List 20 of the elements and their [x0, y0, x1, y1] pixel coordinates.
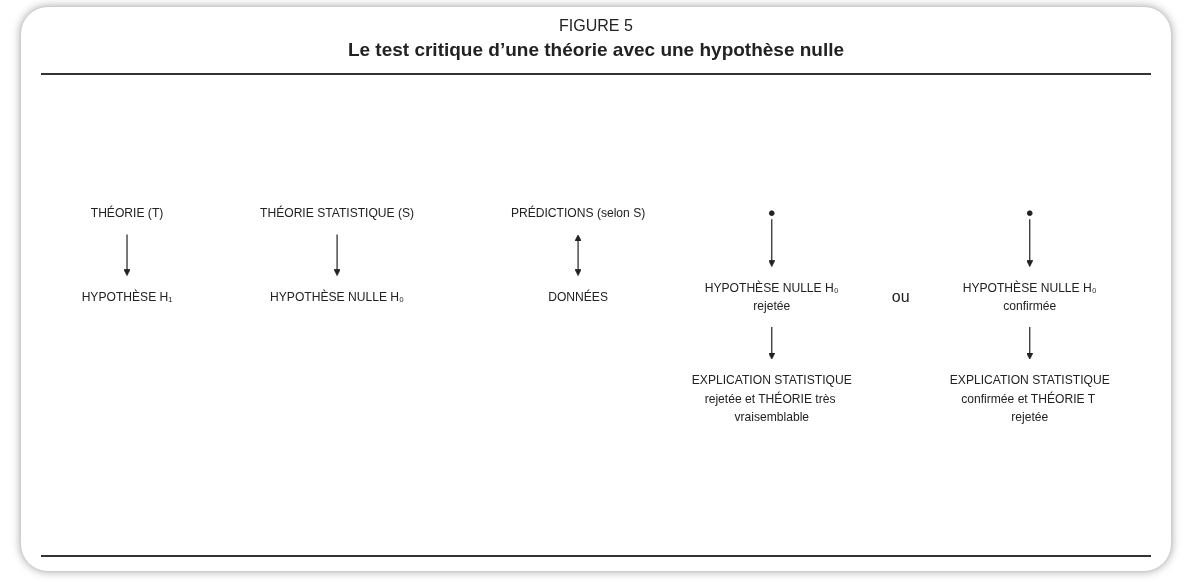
node-text: HYPOTHÈSE NULLE H₀ [270, 289, 405, 304]
arrow [123, 233, 131, 276]
arrow [768, 218, 776, 267]
node-text: THÉORIE STATISTIQUE (S) [260, 205, 415, 220]
figure-number: FIGURE 5 [558, 17, 634, 35]
node-text: DONNÉES [548, 289, 608, 304]
node-text: HYPOTHÈSE NULLE H₀ rejetée [704, 280, 839, 313]
node-text: HYPOTHÈSE H₁ [81, 289, 173, 304]
arrow [768, 326, 776, 360]
arrow [574, 234, 582, 276]
node-text: EXPLICATION STATISTIQUE rejetée et THÉORIE très vraisemblable [691, 373, 852, 424]
arrow [333, 233, 341, 276]
node-text: THÉORIE (T) [90, 205, 164, 220]
node-text: EXPLICATION STATISTIQUE confirmée et THÉORIE T rejetée [949, 373, 1110, 424]
arrow [1026, 326, 1034, 360]
node-text: PRÉDICTIONS (selon S) [510, 205, 646, 220]
node-text: HYPOTHÈSE NULLE H₀ confirmée [962, 280, 1097, 313]
title: Le test critique d’une théorie avec une hypothèse nulle [346, 39, 846, 61]
arrow [1026, 218, 1034, 267]
separator-text: ou [891, 287, 910, 306]
